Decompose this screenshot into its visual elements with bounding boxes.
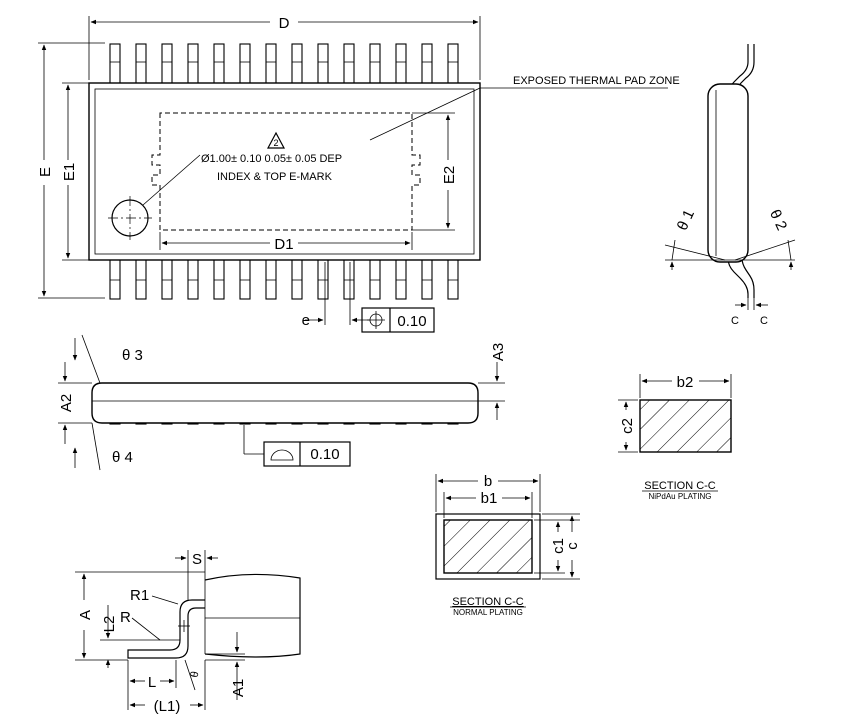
top-pin [187, 43, 199, 85]
dim-R-label: R [120, 609, 131, 626]
bottom-pin [343, 258, 355, 300]
bottom-pin [369, 258, 381, 300]
section-nipdau-plating: b2 c2 SECTION C-C NiPdAu PLATING [618, 374, 732, 501]
theta3-label: θ 3 [122, 347, 143, 364]
dim-R1-label: R1 [130, 587, 149, 604]
section-normal-subtitle: NORMAL PLATING [453, 608, 523, 617]
theta4-label: θ 4 [112, 449, 133, 466]
bottom-pin [239, 258, 251, 300]
dim-L-label: L [148, 674, 156, 691]
top-pin [265, 43, 277, 85]
top-pin [161, 43, 173, 85]
side-view: θ 1 θ 2 C C [664, 44, 796, 327]
lead-detail-view: S A L2 R1 R θ L (L1) A1 [75, 550, 301, 715]
dim-b-label: b [484, 473, 492, 490]
dim-c2-label: c2 [619, 418, 636, 434]
top-pin [421, 43, 433, 85]
package-body-inner-edge [94, 88, 475, 255]
bottom-pin [135, 258, 147, 300]
dim-D1-label: D1 [274, 236, 293, 253]
lead-cross-section [443, 519, 533, 574]
theta1-label: θ 1 [674, 207, 698, 233]
section-marker-right: C [760, 315, 768, 327]
theta-label: θ [189, 670, 202, 678]
bottom-pin [265, 258, 277, 300]
section-nipdau-subtitle: NiPdAu PLATING [649, 492, 712, 501]
top-pin [213, 43, 225, 85]
dim-L2-label: L2 [101, 616, 118, 633]
bottom-pin [317, 258, 329, 300]
dim-A-label: A [77, 610, 94, 620]
bottom-pin [291, 258, 303, 300]
note-triangle-icon [267, 131, 285, 149]
dim-E1-label: E1 [61, 163, 78, 181]
hole-spec-text: Ø1.00± 0.10 0.05± 0.05 DEP [201, 153, 342, 165]
bottom-pin [447, 258, 459, 300]
lead-profile [127, 599, 205, 659]
surface-profile-icon [270, 449, 294, 461]
thermal-pad-label: EXPOSED THERMAL PAD ZONE [513, 75, 680, 87]
dim-A3-label: A3 [490, 343, 507, 361]
dim-c1-label: c1 [550, 538, 567, 554]
top-view: D E E1 E2 D1 e [37, 15, 680, 333]
dim-e-label: e [302, 312, 310, 329]
top-pin [395, 43, 407, 85]
body-break-outline [204, 573, 301, 658]
bottom-pin [395, 258, 407, 300]
dim-A2-label: A2 [58, 394, 75, 412]
dim-b2-label: b2 [677, 374, 694, 391]
profile-tolerance-value: 0.10 [310, 446, 339, 463]
bottom-pin [109, 258, 121, 300]
top-pin [239, 43, 251, 85]
section-normal-plating: b b1 c1 c SECTION C-C NORMAL PLATING [435, 473, 581, 617]
dim-E2-label: E2 [441, 166, 458, 184]
top-pin [447, 43, 459, 85]
index-mark-text: INDEX & TOP E-MARK [217, 171, 333, 183]
front-view: θ 3 θ 4 A2 A3 0.10 [58, 334, 507, 471]
dim-A1-label: A1 [230, 679, 247, 697]
top-pin [291, 43, 303, 85]
position-tolerance-value: 0.10 [397, 313, 426, 330]
bottom-pin [421, 258, 433, 300]
side-lead-bottom [727, 257, 755, 298]
dim-c-label: c [564, 542, 581, 550]
dim-S-label: S [192, 551, 202, 568]
note-number: 2 [273, 138, 278, 148]
section-nipdau-title: SECTION C-C [644, 480, 716, 492]
plating-outline [435, 513, 541, 580]
dim-D-label: D [279, 15, 290, 32]
top-pin [369, 43, 381, 85]
bottom-pin [213, 258, 225, 300]
bottom-pin [161, 258, 173, 300]
top-pin [109, 43, 121, 85]
dim-L1-label: (L1) [154, 698, 181, 715]
section-normal-title: SECTION C-C [452, 596, 524, 608]
lead-cross-section-nipdau [639, 399, 732, 453]
package-body-front [91, 382, 479, 424]
position-tolerance-frame: 0.10 [361, 307, 435, 333]
package-body-side [707, 83, 749, 263]
top-pin [135, 43, 147, 85]
section-marker-left: C [731, 315, 739, 327]
theta2-label: θ 2 [766, 207, 790, 233]
profile-tolerance-frame: 0.10 [263, 441, 351, 467]
top-pin [317, 43, 329, 85]
bottom-pin [187, 258, 199, 300]
top-pin [343, 43, 355, 85]
dim-b1-label: b1 [481, 490, 498, 507]
dim-E-label: E [37, 167, 54, 177]
